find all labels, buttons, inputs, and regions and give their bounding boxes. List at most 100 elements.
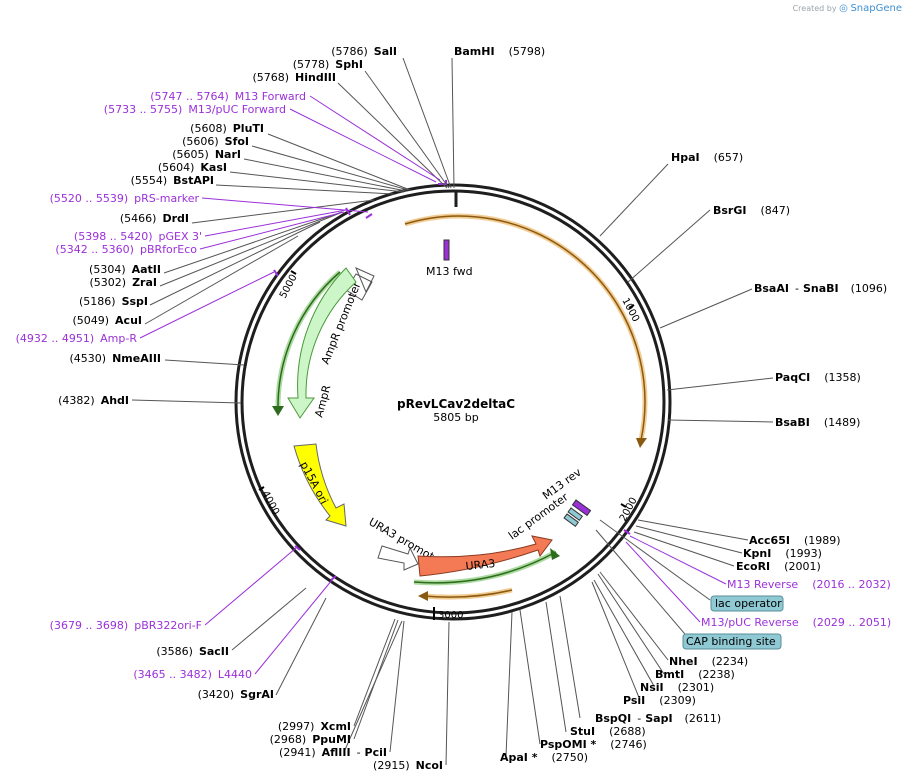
plasmid-name: pRevLCav2deltaC xyxy=(397,397,515,411)
lac-operator-box xyxy=(710,595,784,612)
primer-range: (2016 .. 2032) xyxy=(812,578,891,591)
site-name: BsaAI xyxy=(754,282,789,295)
svg-text:(5554)BstAPI: (5554)BstAPI xyxy=(131,174,214,187)
svg-text:HpaI(657): HpaI(657) xyxy=(671,151,743,164)
site-pos: (2611) xyxy=(685,712,722,725)
svg-text:(2968)PpuMI: (2968) PpuMI xyxy=(270,733,351,746)
p15a-ori-arrow xyxy=(293,443,347,527)
primer-mark-pbr322 xyxy=(294,545,301,551)
site-name: AcuI xyxy=(115,314,142,327)
site-name: BspQI xyxy=(595,712,631,725)
feature-arc-top-right-line xyxy=(404,215,646,441)
svg-text:(5398 .. 5420)pGEX 3': (5398 .. 5420)pGEX 3' xyxy=(74,230,202,243)
lac-operator-marker xyxy=(567,507,584,521)
site-name: SnaBI xyxy=(803,282,839,295)
svg-text:(2997)XcmI: (2997)XcmI xyxy=(278,720,351,733)
site-pos: (1993) xyxy=(785,547,822,560)
site-name: NarI xyxy=(215,148,241,161)
leader-lines xyxy=(131,57,774,766)
ura3-promoter-arrow xyxy=(377,545,419,571)
svg-text:KpnI(1993): KpnI (1993) xyxy=(743,547,822,560)
svg-text:BmtI(2238): BmtI(2238) xyxy=(655,668,735,681)
site-pos: (1989) xyxy=(804,534,841,547)
orange-arc-bottom-head xyxy=(418,591,428,601)
site-pos: (5604) xyxy=(158,161,195,174)
backbone-inner xyxy=(240,189,666,615)
svg-text:StuI(2688): StuI(2688) xyxy=(570,725,646,738)
lac-promoter-label: lac promoter xyxy=(506,490,571,542)
site-name: HindIII xyxy=(295,71,336,84)
primer-name: M13/pUC Reverse xyxy=(701,616,799,629)
site-pos: (5778) xyxy=(293,58,330,71)
svg-text:(4932 .. 4951)Amp-R: (4932 .. 4951)Amp-R xyxy=(16,332,138,345)
primer-name: L4440 xyxy=(218,668,252,681)
plasmid-length: 5805 bp xyxy=(433,411,478,424)
site-name: ZraI xyxy=(132,276,157,289)
site-name: SgrAI xyxy=(240,688,274,701)
site-name: KpnI xyxy=(743,547,771,560)
site-pos: (5302) xyxy=(90,276,127,289)
svg-text:PsiI(2309): PsiI(2309) xyxy=(623,694,696,707)
site-name: Acc65I xyxy=(749,534,790,547)
primer-name: Amp-R xyxy=(100,332,137,345)
site-pos: (2915) xyxy=(373,759,410,772)
lac-operator-label: lac operator xyxy=(715,597,782,610)
svg-text:(5302)ZraI: (5302) ZraI xyxy=(90,276,158,289)
svg-text:(4530)NmeAIII: (4530)NmeAIII xyxy=(70,352,162,365)
site-pos: (2750) xyxy=(552,751,589,764)
svg-text:ApaI *(2750): ApaI *(2750) xyxy=(500,751,588,764)
svg-text:BsrGI(847): BsrGI(847) xyxy=(713,204,790,217)
site-pos: (5466) xyxy=(120,212,157,225)
ura3-label: URA3 xyxy=(465,557,496,573)
site-pos: (5605) xyxy=(172,148,209,161)
svg-text:BsaBI(1489): BsaBI(1489) xyxy=(775,416,860,429)
primer-range: (5747 .. 5764) xyxy=(150,90,229,103)
site-pos: (2238) xyxy=(698,668,735,681)
primer-range: (5342 .. 5360) xyxy=(55,243,134,256)
site-pos: (5786) xyxy=(331,45,368,58)
primer-name: M13/pUC Forward xyxy=(188,103,286,116)
site-name: SapI xyxy=(645,712,672,725)
ampr-arrow xyxy=(287,267,357,419)
green-arc-left-head xyxy=(272,406,284,416)
primer-mark-prs xyxy=(365,213,373,219)
primer-range: (5733 .. 5755) xyxy=(104,103,183,116)
site-name: PpuMI xyxy=(312,733,351,746)
site-pos: (847) xyxy=(760,204,790,217)
svg-text:(5778)SphI: (5778) SphI xyxy=(293,58,363,71)
site-pos: (2688) xyxy=(609,725,646,738)
site-pos: (5768) xyxy=(252,71,289,84)
primer-leader-lines xyxy=(139,95,727,675)
site-pos: (5554) xyxy=(131,174,168,187)
svg-text:PspOMI *(2746): PspOMI *(2746) xyxy=(540,738,647,751)
tick-1000 xyxy=(628,304,635,309)
snapgene-logo-icon: ◎ xyxy=(839,3,848,14)
site-pos: (5608) xyxy=(190,122,227,135)
site-name: SspI xyxy=(122,295,148,308)
svg-text:(3420)SgrAI: (3420) SgrAI xyxy=(198,688,274,701)
site-pos: (657) xyxy=(714,151,744,164)
primer-range: (3465 .. 3482) xyxy=(133,668,212,681)
svg-text:BsaAI-SnaBI(1096): BsaAI-SnaBI(1096) xyxy=(754,282,887,295)
svg-text:(5466)DrdI: (5466)DrdI xyxy=(120,212,189,225)
orange-arc-bottom-line xyxy=(423,589,513,598)
site-pos: (2001) xyxy=(784,560,821,573)
primer-mark-ampr xyxy=(273,269,279,277)
site-name: SphI xyxy=(335,58,363,71)
site-pos: (2301) xyxy=(678,681,715,694)
svg-text:(5786)SalI: (5786)SalI xyxy=(331,45,397,58)
site-name: KasI xyxy=(200,161,227,174)
site-pos: (2968) xyxy=(270,733,307,746)
created-by-text: Created by xyxy=(792,4,837,13)
svg-text:NheI(2234): NheI(2234) xyxy=(669,655,748,668)
site-pos: (3420) xyxy=(198,688,235,701)
svg-text:(5520 .. 5539)pRS-marker: (5520 .. 5539)pRS-marker xyxy=(50,192,200,205)
m13-fwd-label: M13 fwd xyxy=(426,265,473,278)
site-pos: (1096) xyxy=(851,282,888,295)
site-pos: (2746) xyxy=(610,738,647,751)
site-pos: (2941) xyxy=(279,746,316,759)
snapgene-credit[interactable]: Created by ◎ SnapGene xyxy=(793,3,902,14)
primer-labels: (5747 .. 5764)M13 Forward (5733 .. 5755)… xyxy=(16,90,892,681)
primer-range: (2029 .. 2051) xyxy=(813,616,892,629)
